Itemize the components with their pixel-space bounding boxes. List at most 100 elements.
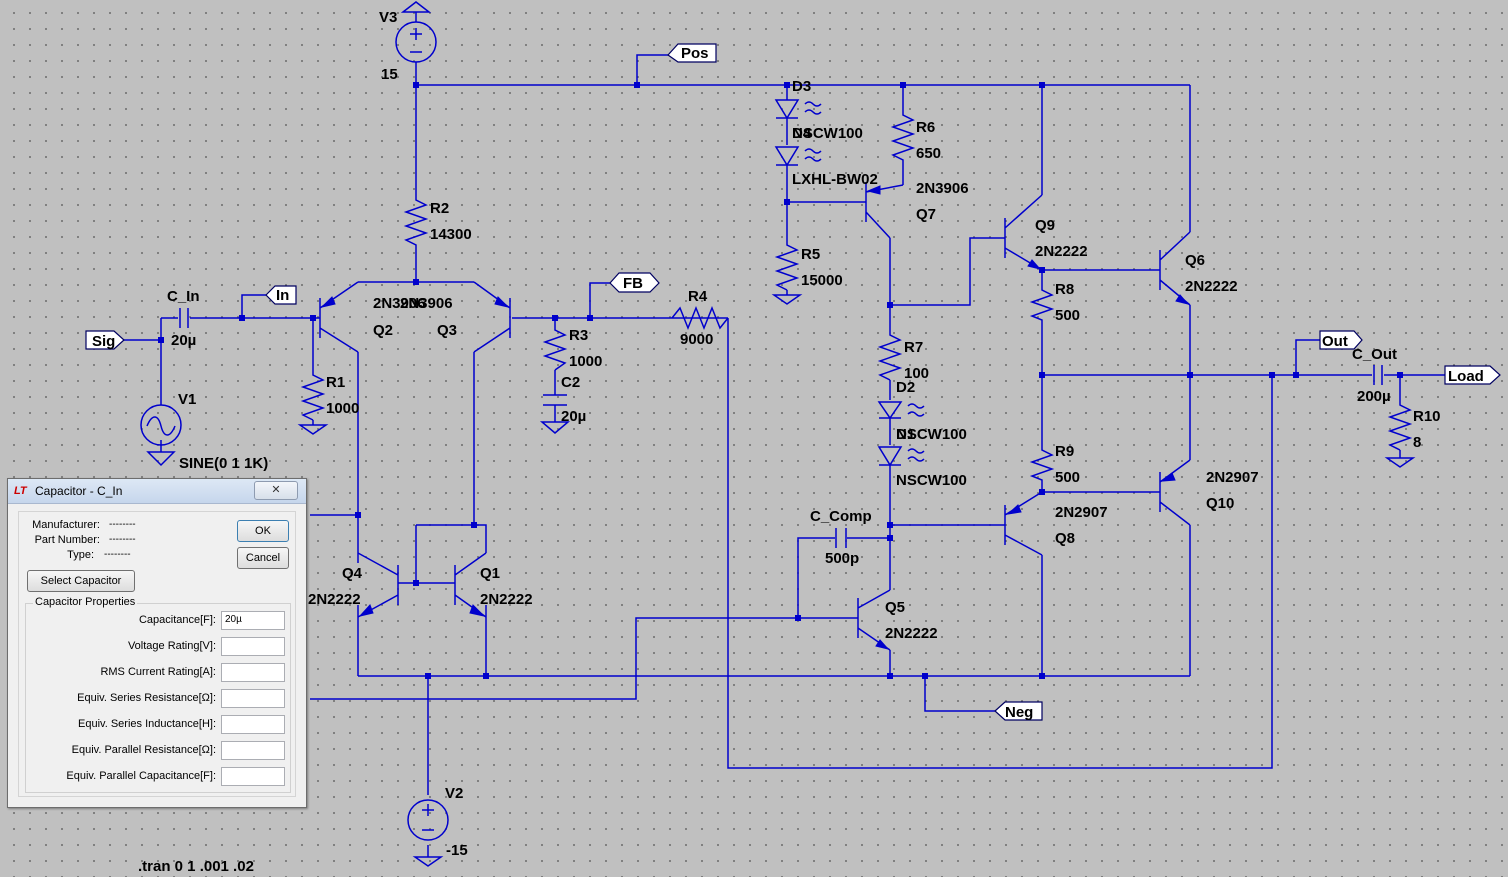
voltage-rating-field[interactable] xyxy=(221,637,285,656)
label-d4-value: LXHL-BW02 xyxy=(792,171,878,188)
manufacturer-value: -------- xyxy=(109,519,136,530)
label-r7-name: R7 xyxy=(904,339,923,356)
part-number-label: Part Number: xyxy=(34,534,100,546)
label-r3-value: 1000 xyxy=(569,353,602,370)
label-r2-value: 14300 xyxy=(430,226,472,243)
label-q8-name: Q8 xyxy=(1055,530,1075,547)
capacitor-dialog[interactable]: LT Capacitor - C_In ✕ Manufacturer: ----… xyxy=(7,478,307,808)
label-v1-name: V1 xyxy=(178,391,196,408)
dialog-titlebar[interactable]: LT Capacitor - C_In ✕ xyxy=(8,479,306,504)
epc-label: Equiv. Parallel Capacitance[F]: xyxy=(66,770,216,782)
transistors[interactable] xyxy=(313,182,1191,651)
r8 xyxy=(1029,285,1055,325)
label-v3-name: V3 xyxy=(379,9,397,26)
label-d3-value: NSCW100 xyxy=(792,125,863,142)
label-q2-value: 2N3906 xyxy=(373,295,426,312)
label-r6-name: R6 xyxy=(916,119,935,136)
label-r10-name: R10 xyxy=(1413,408,1441,425)
label-r9-value: 500 xyxy=(1055,469,1080,486)
r6 xyxy=(890,110,916,165)
select-capacitor-button[interactable]: Select Capacitor xyxy=(27,570,135,592)
cancel-button[interactable]: Cancel xyxy=(237,547,289,569)
label-r4-name: R4 xyxy=(688,288,708,305)
close-button[interactable]: ✕ xyxy=(254,481,298,500)
label-q6-value: 2N2222 xyxy=(1185,278,1238,295)
part-number-value: -------- xyxy=(109,534,136,545)
ltspice-logo-icon: LT xyxy=(14,485,27,497)
net-flags[interactable] xyxy=(85,43,1501,721)
capacitance-label: Capacitance[F]: xyxy=(138,614,216,626)
dialog-body: Manufacturer: -------- Part Number: ----… xyxy=(18,511,296,797)
label-q3-value: 2N3906 xyxy=(400,295,453,312)
r10 xyxy=(1387,400,1413,451)
label-ccomp-name: C_Comp xyxy=(810,508,872,525)
manufacturer-label: Manufacturer: xyxy=(32,519,100,531)
label-d3-name: D3 xyxy=(792,78,811,95)
label-d2-value: NSCW100 xyxy=(896,426,967,443)
label-q10-name: Q10 xyxy=(1206,495,1234,512)
label-d2-name: D2 xyxy=(896,379,915,396)
net-label-fb: FB xyxy=(623,275,643,292)
d4 xyxy=(774,146,822,167)
r9 xyxy=(1029,445,1055,485)
ok-button[interactable]: OK xyxy=(237,520,289,542)
label-r2-name: R2 xyxy=(430,200,449,217)
q1 xyxy=(454,552,487,618)
flag-fb xyxy=(609,272,660,293)
q10 xyxy=(1159,459,1191,526)
label-c2-value: 20µ xyxy=(561,408,586,425)
v2-source[interactable] xyxy=(407,799,449,867)
esl-field[interactable] xyxy=(221,715,285,734)
r4 xyxy=(671,305,729,331)
capacitors[interactable] xyxy=(179,308,1383,548)
component-labels: V3 15 V1 SINE(0 1 1K) V2 -15 R2 14300 R1… xyxy=(167,9,1441,859)
q6 xyxy=(1159,231,1191,306)
v3-source[interactable] xyxy=(395,1,437,63)
flag-neg xyxy=(994,701,1043,721)
diodes[interactable] xyxy=(774,99,925,467)
resistors[interactable] xyxy=(300,110,1413,485)
label-r3-name: R3 xyxy=(569,327,588,344)
wires xyxy=(120,54,1445,857)
q8 xyxy=(1004,491,1043,556)
net-label-in: In xyxy=(276,287,289,304)
rms-current-label: RMS Current Rating[A]: xyxy=(100,666,216,678)
label-ccomp-value: 500p xyxy=(825,550,859,567)
q9 xyxy=(1004,194,1043,271)
flag-load xyxy=(1444,365,1501,385)
rms-current-field[interactable] xyxy=(221,663,285,682)
label-q8-value: 2N2907 xyxy=(1055,504,1108,521)
label-cout-name: C_Out xyxy=(1352,346,1397,363)
epr-field[interactable] xyxy=(221,741,285,760)
label-d1-name: D1 xyxy=(896,426,915,443)
label-c2-name: C2 xyxy=(561,374,580,391)
label-r1-name: R1 xyxy=(326,374,345,391)
type-label: Type: xyxy=(67,549,94,561)
label-cout-value: 200µ xyxy=(1357,388,1391,405)
c-comp xyxy=(835,528,847,548)
label-cin-value: 20µ xyxy=(171,332,196,349)
label-r7-value: 100 xyxy=(904,365,929,382)
properties-group xyxy=(25,603,291,793)
label-q2-name: Q2 xyxy=(373,322,393,339)
label-q6-name: Q6 xyxy=(1185,252,1205,269)
label-r1-value: 1000 xyxy=(326,400,359,417)
esr-label: Equiv. Series Resistance[Ω]: xyxy=(77,692,216,704)
capacitance-field[interactable]: 20µ xyxy=(221,611,285,630)
esl-label: Equiv. Series Inductance[H]: xyxy=(78,718,216,730)
label-q5-value: 2N2222 xyxy=(885,625,938,642)
label-v1-value: SINE(0 1 1K) xyxy=(179,455,268,472)
v1-source[interactable] xyxy=(140,400,182,467)
esr-field[interactable] xyxy=(221,689,285,708)
epc-field[interactable] xyxy=(221,767,285,786)
spice-directive[interactable]: .tran 0 1 .001 .02 xyxy=(138,858,254,875)
net-label-out: Out xyxy=(1322,333,1348,350)
r3 xyxy=(542,325,568,371)
d2 xyxy=(877,401,925,420)
r2 xyxy=(403,195,429,250)
label-d1-value: NSCW100 xyxy=(896,472,967,489)
label-q10-value: 2N2907 xyxy=(1206,469,1259,486)
label-r8-value: 500 xyxy=(1055,307,1080,324)
r5 xyxy=(774,240,800,291)
